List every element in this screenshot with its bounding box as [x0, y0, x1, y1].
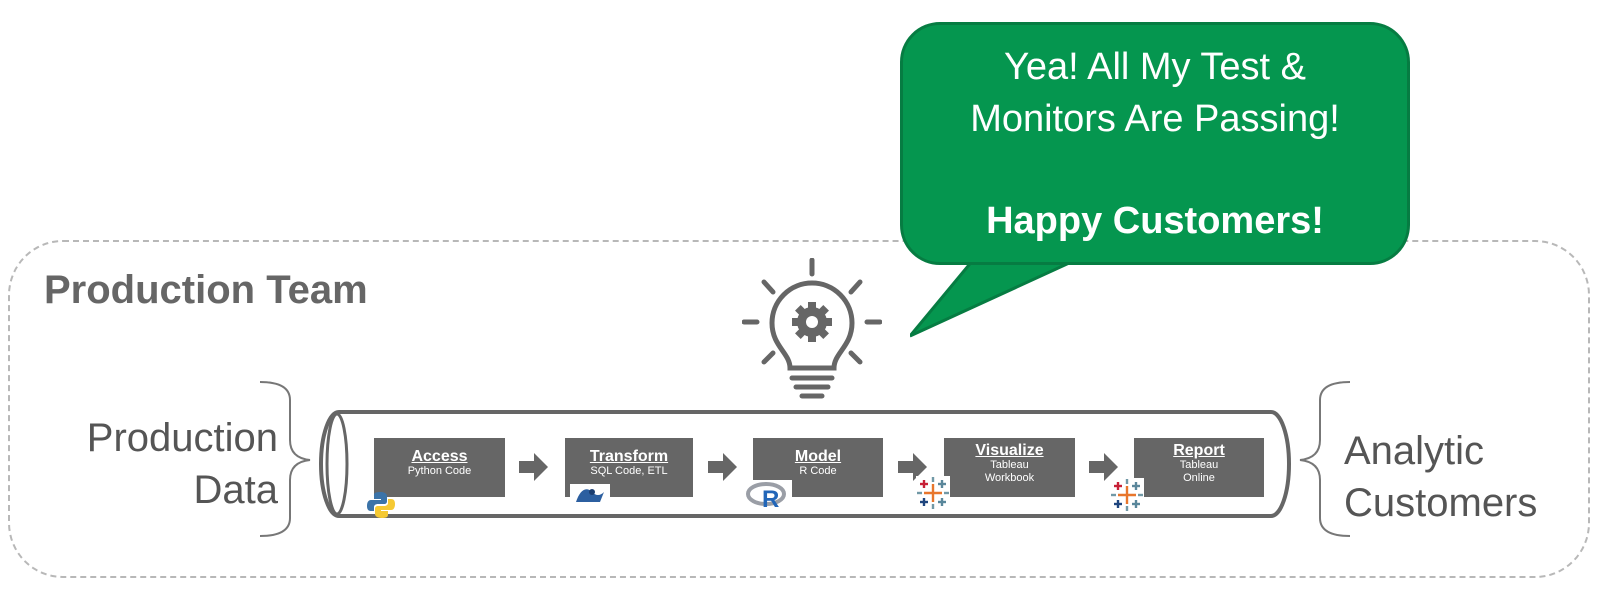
analytic-customers-label-line1: Analytic [1344, 429, 1485, 473]
production-team-frame [8, 240, 1590, 578]
step-transform: Transform SQL Code, ETL [565, 438, 693, 497]
step-access-sub: Python Code [407, 465, 472, 477]
step-transform-sub: SQL Code, ETL [590, 465, 668, 477]
analytic-customers-label: Analytic Customers [1344, 425, 1537, 529]
lightbulb-gear-icon [742, 258, 882, 399]
step-access: Access Python Code [374, 438, 505, 497]
step-report-sub1: Tableau [1179, 459, 1219, 471]
speech-bubble-tail [910, 240, 1116, 338]
step-model: Model R Code [753, 438, 883, 497]
step-visualize-sub1: Tableau [990, 459, 1029, 471]
tableau-icon [916, 476, 950, 510]
team-title: Production Team [44, 268, 368, 312]
arrow-right-icon [519, 453, 548, 481]
bubble-line-1: Yea! All My Test & [1003, 46, 1307, 88]
arrow-right-icon [708, 453, 737, 481]
production-data-label-line1: Production [86, 416, 278, 460]
svg-text:R: R [762, 486, 779, 512]
step-visualize-title: Visualize [975, 442, 1044, 459]
bubble-line-3: Happy Customers! [986, 200, 1324, 242]
step-report-title: Report [1173, 442, 1225, 459]
bubble-line-2: Monitors Are Passing! [970, 98, 1340, 140]
step-visualize: Visualize Tableau Workbook [944, 438, 1075, 497]
step-visualize-sub2: Workbook [984, 472, 1035, 484]
production-data-label-line2: Data [193, 468, 279, 512]
left-brace-icon [259, 381, 311, 537]
step-access-title: Access [411, 448, 468, 465]
step-report: Report Tableau Online [1134, 438, 1264, 497]
sql-icon [570, 484, 610, 506]
tableau-icon [1110, 478, 1144, 512]
analytic-customers-label-line2: Customers [1344, 481, 1538, 525]
step-model-sub: R Code [799, 465, 837, 477]
step-model-title: Model [794, 448, 842, 465]
speech-bubble: Yea! All My Test & Monitors Are Passing!… [900, 22, 1410, 265]
production-data-label: Production Data [87, 412, 278, 516]
step-report-sub2: Online [1183, 472, 1215, 484]
r-icon: R [746, 480, 792, 512]
step-transform-title: Transform [589, 448, 669, 465]
python-icon [367, 492, 395, 518]
arrow-right-icon [1089, 453, 1118, 481]
right-brace-icon [1299, 381, 1351, 537]
arrow-right-icon [898, 453, 927, 481]
